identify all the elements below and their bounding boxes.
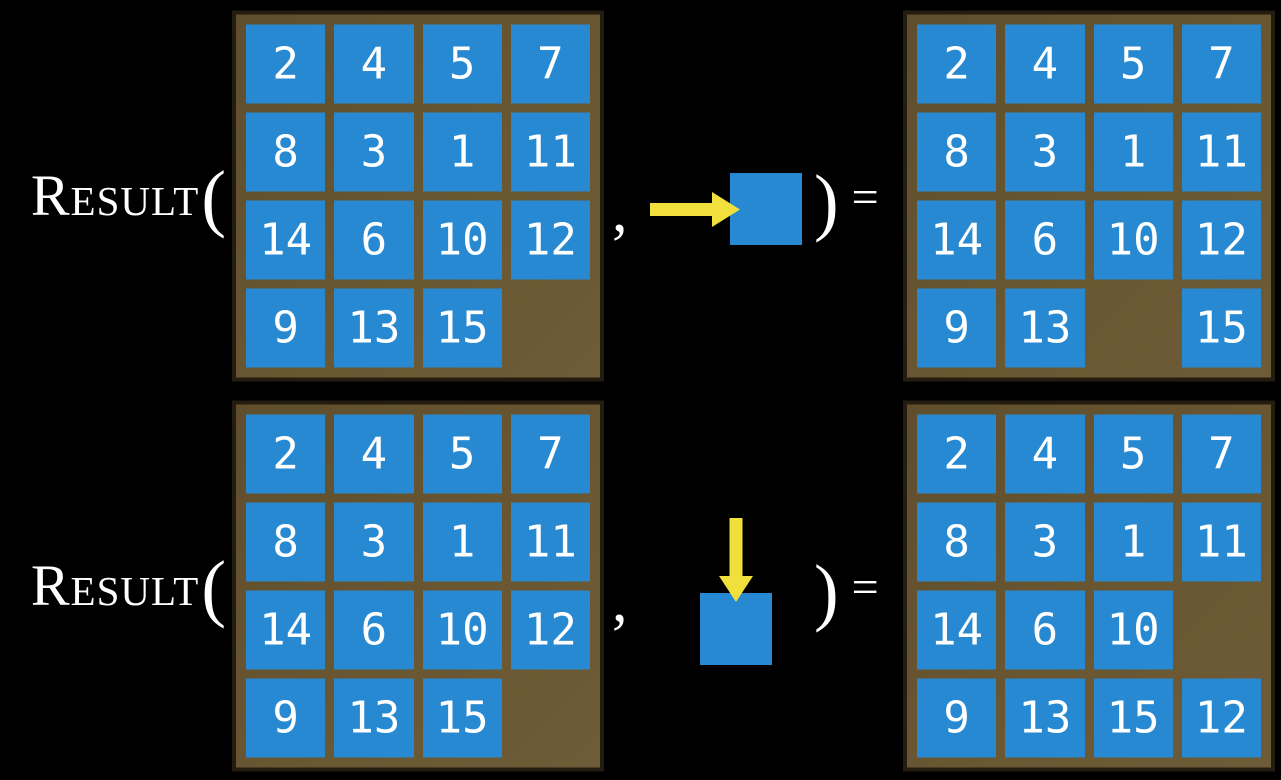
tile-7: 7	[510, 24, 590, 104]
tile-14: 14	[246, 590, 326, 670]
tile-8: 8	[246, 112, 326, 192]
tile-13: 13	[1005, 288, 1085, 368]
tile-9: 9	[246, 288, 326, 368]
tile-9: 9	[246, 678, 326, 758]
arrow-down-icon	[719, 518, 753, 602]
tile-10: 10	[422, 200, 502, 280]
tile-12: 12	[1181, 200, 1261, 280]
tile-12: 12	[510, 590, 590, 670]
result-function-label: Result(	[0, 0, 226, 392]
tile-15: 15	[1181, 288, 1261, 368]
tile-11: 11	[1181, 502, 1261, 582]
tile-14: 14	[917, 200, 997, 280]
tile-15: 15	[422, 288, 502, 368]
function-name: Result	[30, 163, 200, 228]
tile-6: 6	[1005, 590, 1085, 670]
tile-10: 10	[422, 590, 502, 670]
tile-2: 2	[246, 414, 326, 494]
tile-15: 15	[1093, 678, 1173, 758]
comma-separator: ,	[612, 567, 628, 635]
tile-1: 1	[1093, 502, 1173, 582]
tile-11: 11	[1181, 112, 1261, 192]
tile-3: 3	[334, 502, 414, 582]
tile-2: 2	[917, 24, 997, 104]
tile-1: 1	[422, 502, 502, 582]
tile-15: 15	[422, 678, 502, 758]
tile-1: 1	[422, 112, 502, 192]
tile-7: 7	[1181, 24, 1261, 104]
tile-9: 9	[917, 678, 997, 758]
open-paren: (	[201, 156, 226, 240]
empty-cell	[1094, 289, 1173, 368]
close-paren: )	[814, 160, 839, 244]
close-equals-group: ) =	[814, 398, 879, 780]
tile-9: 9	[917, 288, 997, 368]
comma-separator: ,	[612, 177, 628, 245]
action-move-down	[700, 518, 772, 665]
close-paren: )	[814, 550, 839, 634]
function-name: Result	[30, 553, 200, 618]
empty-cell	[1182, 591, 1261, 670]
tile-11: 11	[510, 502, 590, 582]
arrow-right-icon	[650, 192, 740, 227]
tile-14: 14	[246, 200, 326, 280]
action-move-right	[650, 173, 802, 245]
tile-2: 2	[917, 414, 997, 494]
tile-10: 10	[1093, 200, 1173, 280]
tile-8: 8	[917, 112, 997, 192]
tile-5: 5	[1093, 414, 1173, 494]
empty-cell	[511, 289, 590, 368]
tile-3: 3	[334, 112, 414, 192]
tile-4: 4	[334, 24, 414, 104]
tile-13: 13	[334, 288, 414, 368]
tile-5: 5	[1093, 24, 1173, 104]
tile-1: 1	[1093, 112, 1173, 192]
tile-11: 11	[510, 112, 590, 192]
tile-13: 13	[334, 678, 414, 758]
equals-sign: =	[851, 171, 879, 224]
tile-3: 3	[1005, 502, 1085, 582]
tile-4: 4	[1005, 24, 1085, 104]
tile-12: 12	[510, 200, 590, 280]
tile-6: 6	[334, 590, 414, 670]
tile-4: 4	[1005, 414, 1085, 494]
tile-10: 10	[1093, 590, 1173, 670]
tile-12: 12	[1181, 678, 1261, 758]
open-paren: (	[201, 546, 226, 630]
tile-6: 6	[1005, 200, 1085, 280]
tile-3: 3	[1005, 112, 1085, 192]
tile-7: 7	[510, 414, 590, 494]
tile-4: 4	[334, 414, 414, 494]
tile-5: 5	[422, 24, 502, 104]
equals-sign: =	[851, 561, 879, 614]
tile-8: 8	[917, 502, 997, 582]
tile-13: 13	[1005, 678, 1085, 758]
blank-tile	[730, 173, 802, 245]
close-equals-group: ) =	[814, 6, 879, 398]
empty-cell	[511, 679, 590, 758]
tile-7: 7	[1181, 414, 1261, 494]
tile-14: 14	[917, 590, 997, 670]
tile-8: 8	[246, 502, 326, 582]
blank-tile	[700, 593, 772, 665]
tile-6: 6	[334, 200, 414, 280]
result-function-label: Result(	[0, 392, 226, 780]
tile-5: 5	[422, 414, 502, 494]
tile-2: 2	[246, 24, 326, 104]
